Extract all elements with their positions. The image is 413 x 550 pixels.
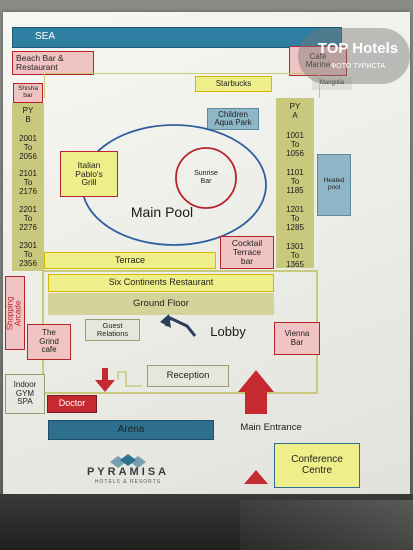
shopping-arcade: Shopping Arcade xyxy=(5,276,25,350)
main-entrance-label: Main Entrance xyxy=(240,422,302,433)
vienna-bar-label: Vienna Bar xyxy=(284,329,310,347)
sunrise-bar-label: Sunrise Bar xyxy=(194,170,218,186)
beach-bar-restaurant: Beach Bar & Restaurant xyxy=(12,51,94,75)
rooms-2001: 2001 To 2056 xyxy=(19,134,37,162)
indoor-gym-label: Indoor GYM SPA xyxy=(13,380,37,407)
terrace: Terrace xyxy=(44,252,216,269)
rooms-1101: 1101 To 1185 xyxy=(286,168,304,196)
sea-strip: SEA xyxy=(12,27,342,48)
brand-name: PYRAMISA xyxy=(86,466,170,478)
vienna-bar: Vienna Bar xyxy=(274,322,320,355)
heated-pool-label: Heated pool xyxy=(323,177,345,191)
terrace-label: Terrace xyxy=(114,254,145,265)
photo-bottom-object xyxy=(240,500,413,550)
six-continents-restaurant: Six Continents Restaurant xyxy=(48,274,274,292)
lobby-label: Lobby xyxy=(210,324,246,339)
watermark: TOP Hotels ФОТО ТУРИСТА xyxy=(298,28,410,84)
conference-arrow-icon xyxy=(244,470,268,484)
guest-relations: Guest Relations xyxy=(85,319,140,341)
mangolia-label: Mangolia xyxy=(319,80,345,87)
right-building xyxy=(276,98,314,268)
main-pool-label: Main Pool xyxy=(130,204,194,220)
arena-label: Arena xyxy=(117,423,145,435)
cocktail-terrace-bar: Cocktail Terrace bar xyxy=(220,236,274,269)
reception-label: Reception xyxy=(166,370,210,382)
heated-pool: Heated pool xyxy=(317,154,351,216)
shisha-bar: Shisha bar xyxy=(13,83,43,103)
watermark-subtitle: ФОТО ТУРИСТА xyxy=(330,63,386,70)
doctor-label: Doctor xyxy=(58,398,86,409)
rooms-2101: 2101 To 2176 xyxy=(19,169,37,197)
shisha-bar-label: Shisha bar xyxy=(18,85,38,99)
reception: Reception xyxy=(147,365,229,387)
children-aqua-park: Children Aqua Park xyxy=(207,108,259,130)
rooms-1201: 1201 To 1285 xyxy=(286,205,304,233)
italian-grill-label: Italian Pablo's Grill xyxy=(75,159,103,188)
entrance-arrow-icon xyxy=(238,370,274,414)
py-a-label: PY A xyxy=(289,102,301,121)
conference-centre-label: Conference Centre xyxy=(291,454,343,476)
six-continents-label: Six Continents Restaurant xyxy=(108,277,214,288)
grind-cafe-label: The Grind cafe xyxy=(39,328,59,355)
path-outline xyxy=(44,73,320,98)
children-aqua-park-label: Children Aqua Park xyxy=(214,109,252,127)
starbucks-label: Starbucks xyxy=(215,78,252,88)
ground-floor: Ground Floor xyxy=(48,293,274,315)
cocktail-bar-label: Cocktail Terrace bar xyxy=(231,238,263,266)
sea-label: SEA xyxy=(35,31,56,43)
arena: Arena xyxy=(48,420,214,440)
ground-floor-label: Ground Floor xyxy=(133,298,189,310)
cafe-marine-label: Café Marine xyxy=(305,51,331,69)
mangolia: Mangolia xyxy=(312,77,352,90)
conference-centre: Conference Centre xyxy=(274,443,360,488)
rooms-2301: 2301 To 2356 xyxy=(19,241,37,269)
watermark-title: TOP Hotels xyxy=(317,40,399,57)
brand-sub: HOTELS & RESORTS xyxy=(94,479,162,485)
italian-pablos-grill: Italian Pablo's Grill xyxy=(60,151,118,197)
cafe-marine: Café Marine xyxy=(289,46,347,76)
starbucks: Starbucks xyxy=(195,76,272,92)
rooms-1301: 1301 To 1365 xyxy=(286,242,304,270)
doctor-arrow-icon xyxy=(95,368,115,392)
left-building xyxy=(12,103,44,271)
rooms-1001: 1001 To 1056 xyxy=(286,131,304,159)
indoor-gym-spa: Indoor GYM SPA xyxy=(5,374,45,414)
guest-relations-label: Guest Relations xyxy=(96,321,129,338)
doctor: Doctor xyxy=(47,395,97,413)
py-b-label: PY B xyxy=(22,106,34,125)
rooms-2201: 2201 To 2276 xyxy=(19,205,37,233)
beach-bar-label: Beach Bar & Restaurant xyxy=(16,53,64,72)
grind-cafe: The Grind cafe xyxy=(27,324,71,360)
